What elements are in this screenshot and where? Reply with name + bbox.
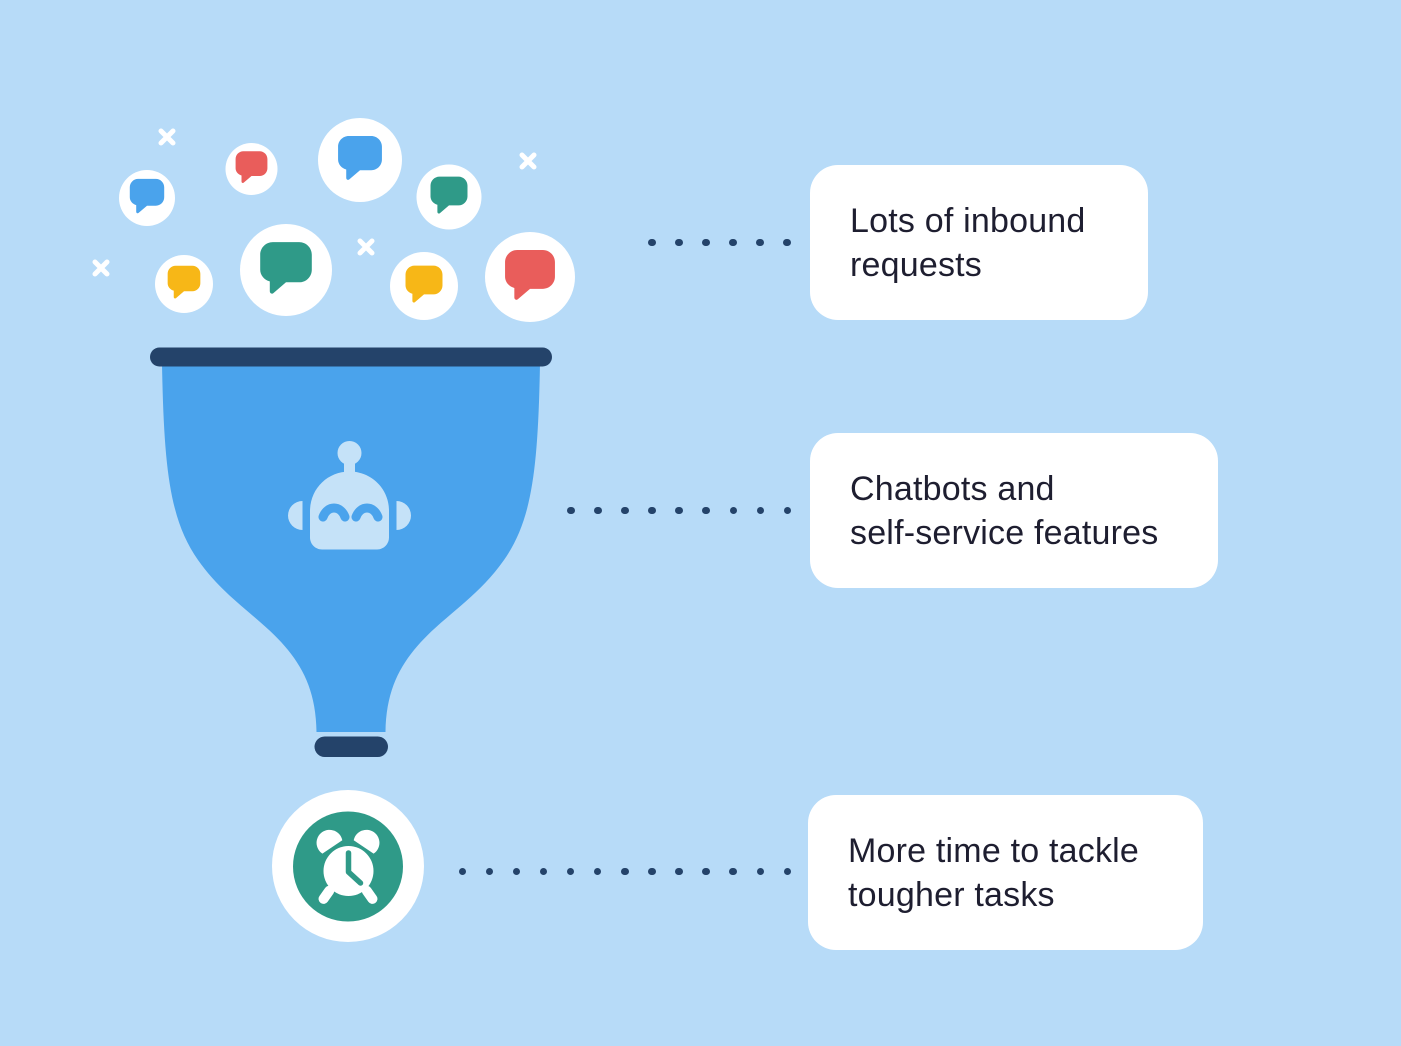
label-line: self-service features [850, 513, 1159, 552]
connector-dot [648, 506, 656, 514]
connector-dot [648, 867, 656, 875]
connector-dot [729, 506, 738, 514]
funnel-icon [150, 347, 552, 757]
connector-dot [458, 867, 466, 875]
alarm-clock-icon [272, 790, 424, 942]
robot-ear-left [288, 501, 303, 530]
label-card-more-time: More time to tackle tougher tasks [808, 795, 1203, 950]
connector-dot [783, 238, 791, 246]
chat-bubble-icon [155, 255, 213, 313]
chat-bubble-icon [318, 118, 402, 202]
label-line: Chatbots and [850, 469, 1055, 508]
connector-dot [756, 867, 765, 875]
label-line: More time to tackle [848, 831, 1140, 870]
chat-bubble-icon [416, 164, 482, 230]
connector-dot [783, 506, 792, 514]
connector-dot [566, 867, 575, 875]
clock-bell-left [316, 829, 343, 854]
connector-dot [729, 867, 737, 875]
label-card-inbound-requests: Lots of inbound requests [810, 165, 1148, 320]
connector-dots-inbound [648, 238, 791, 246]
connector-dot [485, 867, 494, 875]
label-card-chatbots-self-service: Chatbots and self-service features [810, 433, 1218, 588]
connector-dot [702, 867, 710, 875]
chat-bubble-icon [390, 252, 458, 320]
connector-dot [783, 867, 792, 875]
connector-dot [621, 867, 629, 875]
connector-dot [512, 867, 521, 875]
connector-dot [594, 506, 602, 514]
label-line: tougher tasks [848, 875, 1055, 914]
clock-leg-right [361, 885, 378, 904]
chat-bubble-icon [240, 224, 332, 316]
connector-dot [702, 506, 710, 514]
clock-bell-right [353, 829, 380, 854]
connector-dot [648, 238, 656, 246]
robot-eye-right [351, 503, 383, 522]
connector-dot [756, 506, 765, 514]
clock-leg-left [318, 885, 335, 904]
funnel-spout [314, 736, 388, 757]
connector-dot [675, 867, 683, 875]
clock-hands [345, 850, 364, 886]
chat-bubble-icon [485, 232, 575, 322]
connector-dot [756, 238, 764, 246]
robot-head [310, 471, 389, 550]
connector-dot [593, 867, 602, 875]
connector-dot [702, 238, 710, 246]
robot-ear-right [396, 501, 411, 530]
robot-chatbot-icon [288, 441, 411, 550]
connector-dot [567, 506, 575, 514]
connector-dots-chatbots [567, 506, 792, 514]
chat-bubble-icon [119, 170, 175, 226]
connector-dot [621, 506, 629, 514]
connector-dot [539, 867, 548, 875]
connector-dot [729, 238, 737, 246]
funnel-rim [150, 347, 552, 367]
connector-dots-more-time [458, 867, 792, 875]
label-line: requests [850, 245, 983, 284]
connector-dot [675, 506, 683, 514]
robot-eye-left [318, 503, 350, 522]
label-line: Lots of inbound [850, 201, 1086, 240]
chat-bubble-icon [225, 143, 278, 195]
robot-antenna [337, 441, 362, 465]
connector-dot [675, 238, 683, 246]
